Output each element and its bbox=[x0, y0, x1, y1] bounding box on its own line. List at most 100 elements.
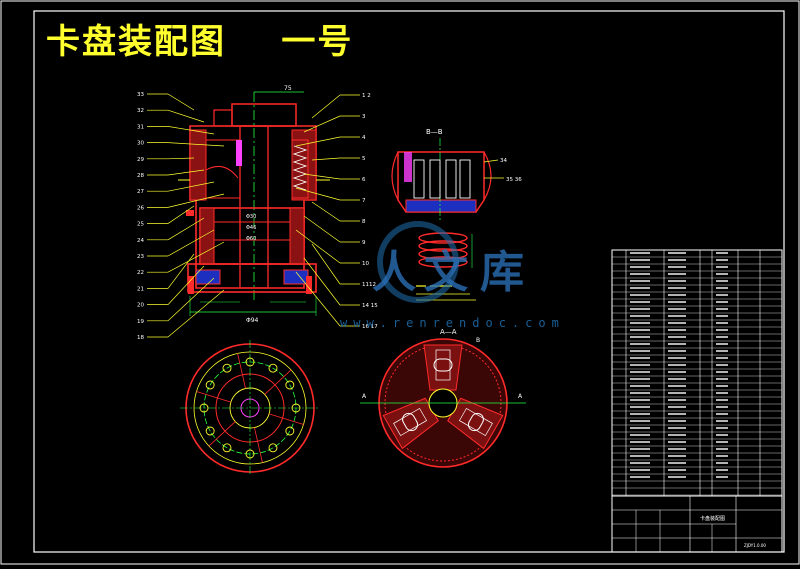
bom-name-mark bbox=[668, 448, 686, 450]
leader-left-label: 20 bbox=[137, 303, 144, 309]
bom-name-mark bbox=[668, 308, 686, 310]
bom-name-mark bbox=[668, 385, 686, 387]
bom-material-mark bbox=[716, 357, 728, 359]
dim-top: 75 bbox=[284, 85, 292, 92]
svg-text:Φ30: Φ30 bbox=[246, 214, 256, 220]
main-view-dimensions: 75 Φ94 bbox=[189, 85, 317, 324]
bom-code-mark bbox=[630, 371, 650, 373]
bom-name-mark bbox=[668, 441, 686, 443]
leader-left-label: 24 bbox=[137, 238, 144, 244]
bom-material-mark bbox=[716, 448, 728, 450]
bolt-hole bbox=[205, 380, 215, 390]
bom-material-mark bbox=[716, 413, 728, 415]
bom-code-mark bbox=[630, 434, 650, 436]
bom-code-mark bbox=[630, 252, 650, 254]
bolt-hole bbox=[285, 380, 295, 390]
bom-code-mark bbox=[630, 280, 650, 282]
bom-name-mark bbox=[668, 322, 686, 324]
bb-leader-34: 34 bbox=[500, 158, 507, 164]
bolt-hole bbox=[268, 443, 278, 453]
leader-right-label: 5 bbox=[362, 156, 366, 162]
svg-text:Φ60: Φ60 bbox=[246, 236, 256, 242]
bom-code-mark bbox=[630, 406, 650, 408]
bom-code-mark bbox=[630, 259, 650, 261]
bom-name-mark bbox=[668, 455, 686, 457]
bolt-hole bbox=[199, 403, 209, 413]
bom-material-mark bbox=[716, 420, 728, 422]
chuck-jaw bbox=[423, 344, 463, 391]
bom-material-mark bbox=[716, 315, 728, 317]
bom-code-mark bbox=[630, 420, 650, 422]
bolt-hole bbox=[285, 426, 295, 436]
bom-name-mark bbox=[668, 287, 686, 289]
bom-code-mark bbox=[630, 364, 650, 366]
main-section-view: Φ30 Φ46 Φ60 bbox=[178, 92, 330, 300]
bolt-hole bbox=[291, 403, 301, 413]
bom-name-mark bbox=[668, 350, 686, 352]
bom-name-mark bbox=[668, 266, 686, 268]
bom-material-mark bbox=[716, 364, 728, 366]
bom-name-mark bbox=[668, 427, 686, 429]
title-block: 卡盘装配图 ZJDY1.0.00 bbox=[611, 495, 783, 553]
bom-name-mark bbox=[668, 462, 686, 464]
bom-material-mark bbox=[716, 336, 728, 338]
svg-text:Φ46: Φ46 bbox=[246, 225, 256, 231]
bom-name-mark bbox=[668, 371, 686, 373]
leader-left-label: 28 bbox=[137, 173, 144, 179]
bom-name-mark bbox=[668, 336, 686, 338]
bom-code-mark bbox=[630, 266, 650, 268]
bom-material-mark bbox=[716, 462, 728, 464]
title-block-name: 卡盘装配图 bbox=[700, 515, 725, 522]
bom-code-mark bbox=[630, 350, 650, 352]
bom-material-mark bbox=[716, 385, 728, 387]
bolt-hole bbox=[245, 357, 255, 367]
watermark-char-2: 文 bbox=[424, 247, 468, 298]
bom-code-mark bbox=[630, 329, 650, 331]
leader-left-label: 21 bbox=[137, 286, 144, 292]
leader-right-label: 7 bbox=[362, 198, 366, 204]
bom-code-mark bbox=[630, 378, 650, 380]
bolt-hole bbox=[205, 426, 215, 436]
bom-code-mark bbox=[630, 427, 650, 429]
watermark-char-1: 人 bbox=[372, 247, 416, 298]
leader-right-label: 3 bbox=[362, 114, 366, 120]
bom-material-mark bbox=[716, 308, 728, 310]
bom-code-mark bbox=[630, 336, 650, 338]
aa-label: A—A bbox=[440, 328, 457, 336]
leader-left-label: 25 bbox=[137, 222, 144, 228]
bom-name-mark bbox=[668, 476, 686, 478]
leader-left-label: 29 bbox=[137, 157, 144, 163]
bolt-hole bbox=[222, 363, 232, 373]
inner-frame bbox=[33, 10, 785, 553]
bom-code-mark bbox=[630, 315, 650, 317]
leader-right-label: 14 15 bbox=[362, 303, 378, 309]
bom-material-mark bbox=[716, 259, 728, 261]
bom-name-mark bbox=[668, 259, 686, 261]
bom-code-mark bbox=[630, 399, 650, 401]
bom-code-mark bbox=[630, 392, 650, 394]
bom-code-mark bbox=[630, 322, 650, 324]
bom-code-mark bbox=[630, 343, 650, 345]
bom-code-mark bbox=[630, 441, 650, 443]
bom-material-mark bbox=[716, 273, 728, 275]
bom-material-mark bbox=[716, 371, 728, 373]
dim-bottom: Φ94 bbox=[246, 317, 259, 324]
bom-material-mark bbox=[716, 441, 728, 443]
bom-name-mark bbox=[668, 399, 686, 401]
bom-name-mark bbox=[668, 357, 686, 359]
watermark-char-3: 库 bbox=[480, 247, 524, 298]
bom-name-mark bbox=[668, 329, 686, 331]
bom-material-mark bbox=[716, 476, 728, 478]
leader-right-label: 16 17 bbox=[362, 324, 378, 330]
bolt-hole bbox=[245, 449, 255, 459]
cylinder-bore bbox=[467, 412, 484, 432]
bom-code-mark bbox=[630, 294, 650, 296]
bb-label: B—B bbox=[426, 128, 443, 136]
bom-name-mark bbox=[668, 280, 686, 282]
cylinder-bore bbox=[433, 358, 453, 372]
bom-code-mark bbox=[630, 357, 650, 359]
bom-code-mark bbox=[630, 469, 650, 471]
bom-name-mark bbox=[668, 378, 686, 380]
